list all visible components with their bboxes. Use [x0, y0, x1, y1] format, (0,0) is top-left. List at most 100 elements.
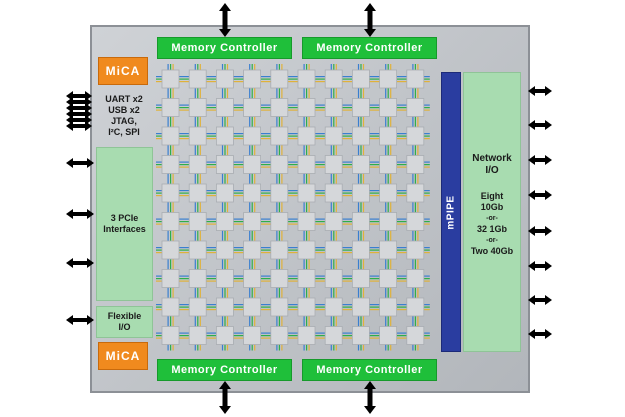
mesh-link-horizontal: [156, 138, 430, 140]
left-io-arrow: [66, 315, 94, 325]
mesh-tile: [161, 240, 180, 260]
mesh-link-vertical: [278, 64, 280, 351]
mesh-tile: [379, 212, 398, 231]
mesh-link-horizontal: [156, 332, 430, 334]
mesh-tile: [297, 98, 316, 117]
mesh-tile: [297, 326, 316, 345]
mesh-link-horizontal: [156, 278, 430, 280]
mesh-tile: [215, 126, 234, 146]
flexible-io: Flexible I/O: [96, 306, 153, 338]
mesh-tile: [351, 326, 370, 345]
memory-arrow-top-right: [364, 3, 376, 37]
mesh-link-vertical: [167, 64, 169, 351]
mesh-tile: [297, 240, 316, 260]
left-io-arrow: [66, 158, 94, 168]
mesh-tile: [215, 183, 234, 203]
mesh-tile: [188, 240, 207, 260]
mesh-tile: [270, 297, 289, 317]
mesh-link-vertical: [330, 64, 332, 351]
memory-arrow-top-left: [219, 3, 231, 37]
mesh-tile: [215, 297, 234, 317]
mesh-tile: [406, 98, 425, 117]
mesh-tile: [215, 326, 234, 345]
mesh-tile: [270, 326, 289, 345]
left-io-arrow: [66, 258, 94, 268]
mesh-link-vertical: [335, 64, 337, 351]
network-io-detail: Eight 10Gb -or- 32 1Gb -or- Two 40Gb: [470, 191, 514, 256]
mesh-link-horizontal: [156, 306, 430, 308]
mesh-link-horizontal: [156, 81, 430, 83]
memory-controller-bottom-left: Memory Controller: [157, 359, 292, 381]
mesh-tile: [188, 98, 207, 117]
mesh-tile: [351, 269, 370, 288]
mesh-tile: [270, 98, 289, 117]
mesh-link-horizontal: [156, 335, 430, 337]
mesh-tile: [188, 326, 207, 345]
mesh-tile: [188, 155, 207, 174]
mesh-link-horizontal: [156, 275, 430, 277]
mesh-tile: [243, 126, 262, 146]
mesh-link-vertical: [276, 64, 278, 351]
mesh-tile: [243, 155, 262, 174]
left-io-arrow: [66, 209, 94, 219]
mesh-tile: [406, 212, 425, 231]
mesh-link-vertical: [170, 64, 172, 351]
mesh-tile: [406, 155, 425, 174]
mesh-link-horizontal: [156, 221, 430, 223]
mesh-tile: [243, 326, 262, 345]
memory-controller-top-left: Memory Controller: [157, 37, 292, 59]
mesh-tile: [215, 240, 234, 260]
mesh-tile: [161, 69, 180, 89]
mesh-link-horizontal: [156, 304, 430, 306]
mesh-link-vertical: [417, 64, 419, 351]
mesh-tile: [379, 183, 398, 203]
mesh-tile: [161, 326, 180, 345]
mesh-link-horizontal: [156, 247, 430, 249]
mesh-tile: [379, 269, 398, 288]
mesh-tile: [270, 212, 289, 231]
mesh-link-vertical: [226, 64, 229, 351]
memory-arrow-bottom-left: [219, 381, 231, 414]
network-arrow: [528, 295, 552, 305]
mesh-tile: [324, 155, 343, 174]
mesh-tile: [324, 212, 343, 231]
mesh-tile: [215, 155, 234, 174]
mesh-link-horizontal: [156, 252, 430, 254]
memory-arrow-bottom-right: [364, 381, 376, 414]
mesh-tile: [215, 69, 234, 89]
mesh-tile: [406, 183, 425, 203]
mesh-tile: [243, 240, 262, 260]
mesh-tile: [188, 212, 207, 231]
mesh-tile: [297, 212, 316, 231]
mesh-tile: [324, 69, 343, 89]
mesh-tile: [243, 297, 262, 317]
mesh-link-vertical: [362, 64, 365, 351]
network-arrow: [528, 86, 552, 96]
mesh-tile: [161, 212, 180, 231]
mesh-link-horizontal: [156, 161, 430, 163]
pcie-interfaces: 3 PCIe Interfaces: [96, 147, 153, 301]
network-arrow: [528, 190, 552, 200]
mesh-link-horizontal: [156, 223, 430, 225]
mesh-tile: [406, 240, 425, 260]
mesh-tile: [161, 126, 180, 146]
mesh-link-vertical: [385, 64, 387, 351]
mesh-link-vertical: [306, 64, 308, 351]
mesh-link-vertical: [249, 64, 251, 351]
mesh-link-vertical: [387, 64, 389, 351]
mesh-tile: [351, 240, 370, 260]
mesh-tile: [161, 98, 180, 117]
mesh-tile: [243, 69, 262, 89]
mesh-link-horizontal: [156, 76, 430, 78]
mesh-link-horizontal: [156, 135, 430, 137]
network-arrow: [528, 226, 552, 236]
peripheral-arrow: [66, 121, 92, 131]
mesh-tile: [270, 183, 289, 203]
mesh-tile: [379, 69, 398, 89]
mesh-tile: [243, 98, 262, 117]
mesh-link-vertical: [254, 64, 256, 351]
network-io-title: Network I/O: [472, 153, 512, 176]
mesh-tile: [324, 269, 343, 288]
